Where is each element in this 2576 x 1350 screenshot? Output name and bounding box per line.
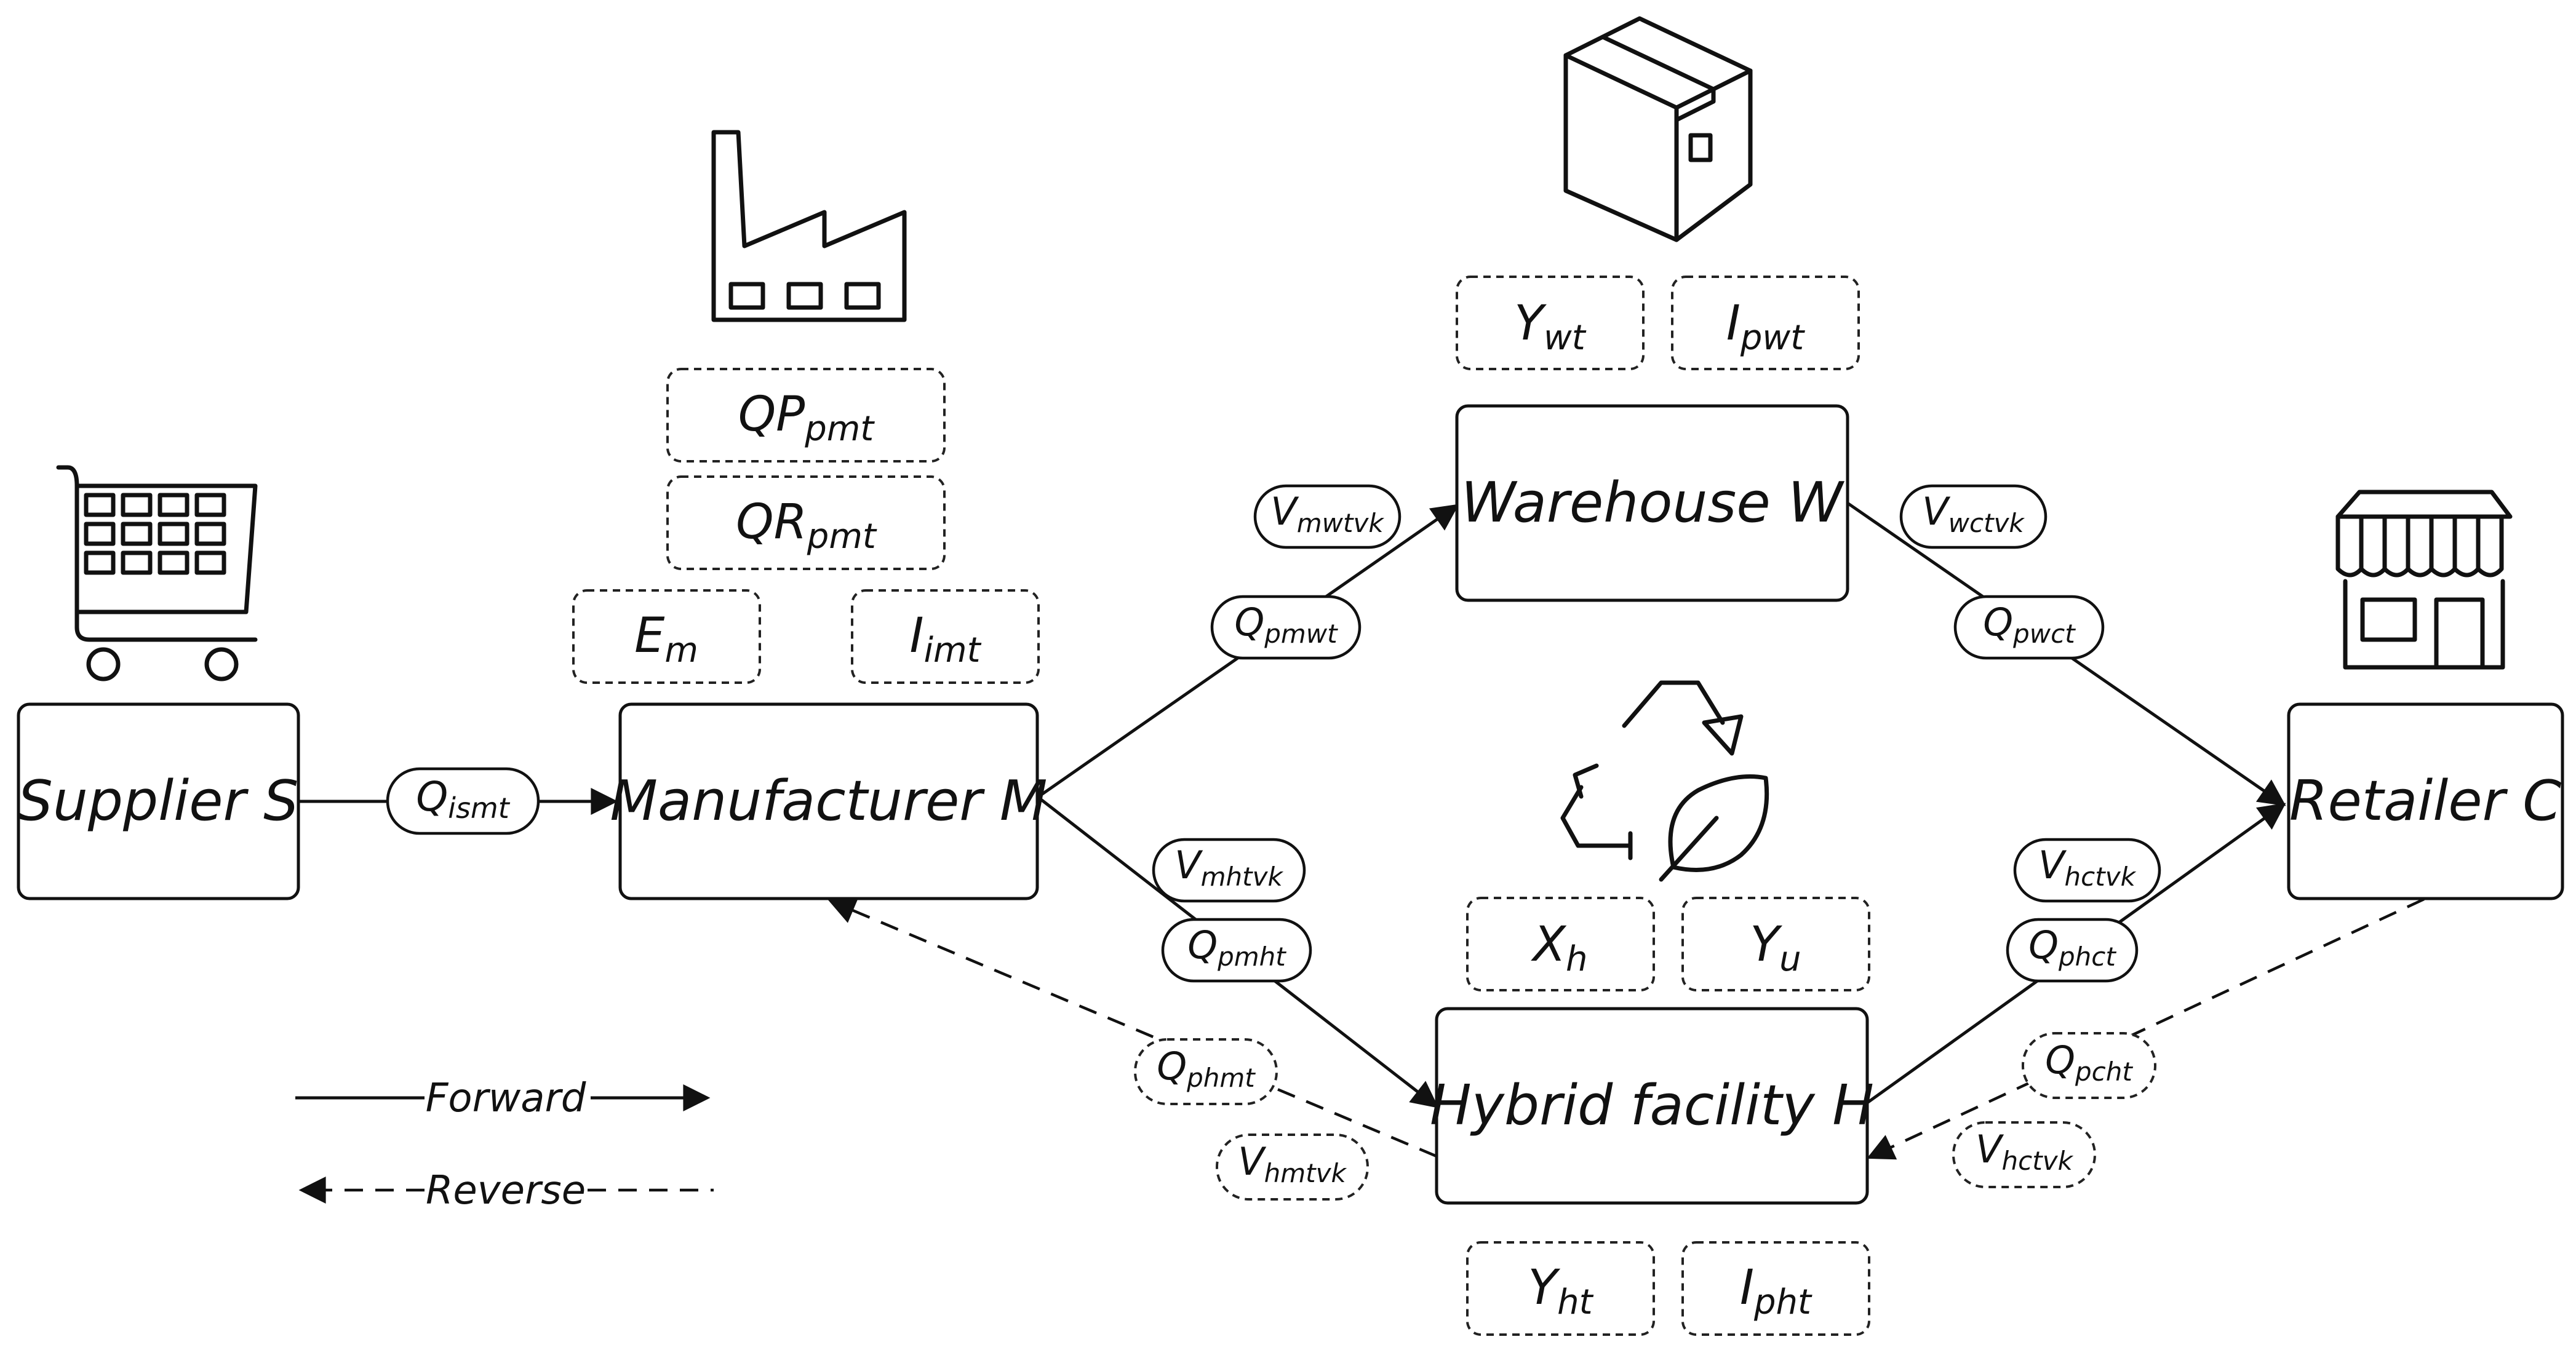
svg-text:Ywt: Ywt [1514, 296, 1586, 358]
supplier-box [17, 702, 300, 900]
manufacturer-box [618, 702, 1039, 900]
warehouse-box [1455, 404, 1849, 602]
svg-text:Xh: Xh [1531, 917, 1588, 979]
hybrid-bottom-variables: Yht Ipht [1466, 1241, 1870, 1336]
svg-text:Yht: Yht [1528, 1260, 1593, 1322]
recycle-leaf-icon [1560, 680, 1769, 882]
svg-text:Qpmht: Qpmht [1187, 923, 1286, 972]
svg-text:Vmhtvk: Vmhtvk [1174, 843, 1283, 892]
svg-text:Ipht: Ipht [1740, 1260, 1812, 1322]
retailer-box [2287, 702, 2564, 900]
svg-text:QRpmt: QRpmt [736, 494, 877, 557]
svg-text:Qismt: Qismt [416, 773, 511, 825]
pill-q-pwct: Qpwct [1953, 595, 2105, 660]
pill-q-pmwt: Qpmwt [1210, 595, 1362, 660]
pill-v-hctvk-reverse: Vhctvk [1952, 1121, 2096, 1188]
hybrid-top-variables: Xh Yu [1466, 897, 1870, 991]
node-hybrid: Hybrid facility H [1430, 1007, 1874, 1205]
var-box-yht: Yht [1466, 1241, 1655, 1336]
svg-text:Qpmwt: Qpmwt [1234, 600, 1338, 649]
svg-text:Vhmtvk: Vhmtvk [1238, 1139, 1347, 1188]
var-box-ipht: Ipht [1681, 1241, 1870, 1336]
pill-v-hmtvk: Vhmtvk [1216, 1134, 1369, 1201]
pill-q-ismt: Qismt [386, 767, 540, 835]
svg-text:Qpwct: Qpwct [1983, 600, 2076, 649]
legend: Forward Reverse [295, 1076, 714, 1213]
var-box-qr: QRpmt [666, 475, 946, 570]
legend-forward-label: Forward [426, 1076, 586, 1121]
svg-text:Ipwt: Ipwt [1726, 296, 1805, 358]
warehouse-variables: Ywt Ipwt [1456, 276, 1860, 370]
svg-text:Vmwtvk: Vmwtvk [1270, 489, 1384, 538]
pill-v-mhtvk: Vmhtvk [1152, 838, 1306, 903]
shopping-cart-icon [56, 465, 258, 681]
pill-q-pmht: Qpmht [1161, 918, 1312, 983]
hybrid-box [1435, 1007, 1869, 1205]
pill-q-phct: Qphct [2006, 918, 2139, 983]
flow-labels: Qismt Vmwtvk Qpmwt Vwctvk Qpwct Vmhtvk Q… [386, 484, 2161, 1201]
svg-text:Em: Em [634, 608, 698, 670]
pill-v-wctvk: Vwctvk [1899, 484, 2048, 549]
var-box-iimt: Iimt [851, 589, 1040, 684]
edge-hybrid-manufacturer-reverse [827, 898, 1437, 1158]
hybrid-label: Hybrid facility H [1430, 1073, 1874, 1138]
svg-text:Iimt: Iimt [909, 608, 981, 670]
storefront-icon [2335, 490, 2513, 670]
var-box-ipwt: Ipwt [1671, 276, 1860, 370]
svg-text:Vhctvk: Vhctvk [1976, 1127, 2073, 1176]
var-box-yu: Yu [1681, 897, 1870, 991]
manufacturer-variables: QPpmt QRpmt Em Iimt [572, 368, 1040, 684]
svg-text:Yu: Yu [1750, 917, 1801, 979]
svg-text:Qphmt: Qphmt [1157, 1044, 1256, 1093]
supplier-label: Supplier S [18, 769, 299, 833]
svg-text:Vwctvk: Vwctvk [1922, 489, 2025, 538]
pill-v-hctvk-forward: Vhctvk [2013, 838, 2161, 903]
svg-text:Qphct: Qphct [2028, 923, 2116, 972]
pill-q-phmt: Qphmt [1134, 1038, 1278, 1105]
legend-reverse-label: Reverse [426, 1168, 586, 1213]
svg-text:QPpmt: QPpmt [738, 387, 875, 449]
retailer-label: Retailer C [2289, 769, 2561, 833]
pill-q-pcht: Qpcht [2022, 1032, 2156, 1099]
node-supplier: Supplier S [17, 702, 300, 900]
edge-retailer-hybrid-reverse [1867, 897, 2425, 1160]
legend-reverse: Reverse [298, 1168, 714, 1213]
node-manufacturer: Manufacturer M [610, 702, 1048, 900]
node-warehouse: Warehouse W [1455, 404, 1849, 602]
var-box-xh: Xh [1466, 897, 1655, 991]
warehouse-label: Warehouse W [1461, 471, 1845, 535]
box-icon [1563, 16, 1753, 242]
svg-text:Vhctvk: Vhctvk [2038, 843, 2136, 892]
legend-forward: Forward [295, 1076, 711, 1121]
var-box-qp: QPpmt [666, 368, 946, 463]
factory-icon [711, 130, 907, 322]
pill-v-mwtvk: Vmwtvk [1253, 484, 1402, 549]
manufacturer-label: Manufacturer M [610, 769, 1047, 833]
var-box-em: Em [572, 589, 761, 684]
node-retailer: Retailer C [2287, 702, 2564, 900]
svg-text:Qpcht: Qpcht [2045, 1038, 2133, 1087]
var-box-ywt: Ywt [1456, 276, 1645, 370]
